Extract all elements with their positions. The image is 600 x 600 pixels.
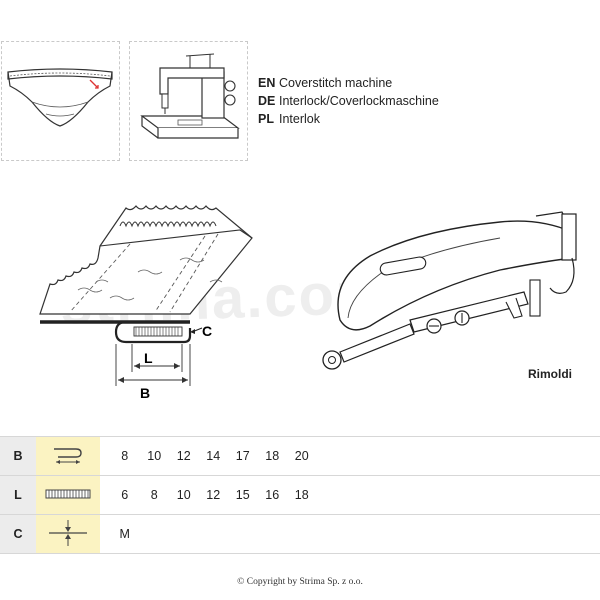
dimension-l-label: L (144, 350, 153, 366)
value-cell: 20 (294, 449, 309, 463)
spec-table: B 8 10 12 14 17 18 20 L 6 8 10 12 15 16 18 C (0, 436, 600, 554)
lang-code: DE (258, 94, 276, 108)
value-cell: 8 (121, 449, 129, 463)
garment-thumbnail (1, 41, 120, 161)
value-cell: 12 (176, 449, 191, 463)
stitch-loops (119, 221, 217, 228)
spec-row-b: B 8 10 12 14 17 18 20 (0, 436, 600, 476)
dimension-c-label: C (202, 323, 212, 339)
value-cell: 15 (235, 488, 250, 502)
lang-code: PL (258, 112, 274, 126)
briefs-icon (7, 68, 113, 127)
stitch-length-icon (36, 475, 100, 515)
fold-diagram: C L B (39, 205, 253, 401)
row-label: B (0, 436, 36, 476)
lang-row-pl: PL Interlok (258, 110, 439, 128)
value-cell: 14 (206, 449, 221, 463)
machine-thumbnail (129, 41, 248, 161)
row-values: 6 8 10 12 15 16 18 (100, 475, 600, 515)
brand-name: Rimoldi (528, 367, 572, 381)
value-cell: 12 (206, 488, 221, 502)
spec-row-l: L 6 8 10 12 15 16 18 (0, 475, 600, 515)
value-cell: 18 (294, 488, 309, 502)
fold-width-icon (36, 436, 100, 476)
value-cell: 10 (176, 488, 191, 502)
thickness-icon (36, 514, 100, 554)
lang-text: Interlock/Coverlockmaschine (279, 94, 439, 108)
value-cell: 10 (147, 449, 162, 463)
value-cell: 17 (235, 449, 250, 463)
spec-row-c: C M (0, 514, 600, 554)
value-cell: 18 (265, 449, 280, 463)
sewing-machine-icon (140, 53, 240, 139)
dimension-b-label: B (140, 385, 150, 401)
row-label: C (0, 514, 36, 554)
value-cell: 16 (265, 488, 280, 502)
value-cell: M (119, 527, 130, 541)
row-values: M (100, 514, 600, 554)
lang-text: Interlok (279, 112, 320, 126)
lang-text: Coverstitch machine (279, 76, 393, 90)
value-cell: 6 (121, 488, 129, 502)
row-label: L (0, 475, 36, 515)
folder-attachment (322, 211, 577, 370)
lang-code: EN (258, 76, 276, 90)
row-values: 8 10 12 14 17 18 20 (100, 436, 600, 476)
value-cell: 8 (150, 488, 158, 502)
copyright: © Copyright by Strima Sp. z o.o. (237, 577, 363, 587)
